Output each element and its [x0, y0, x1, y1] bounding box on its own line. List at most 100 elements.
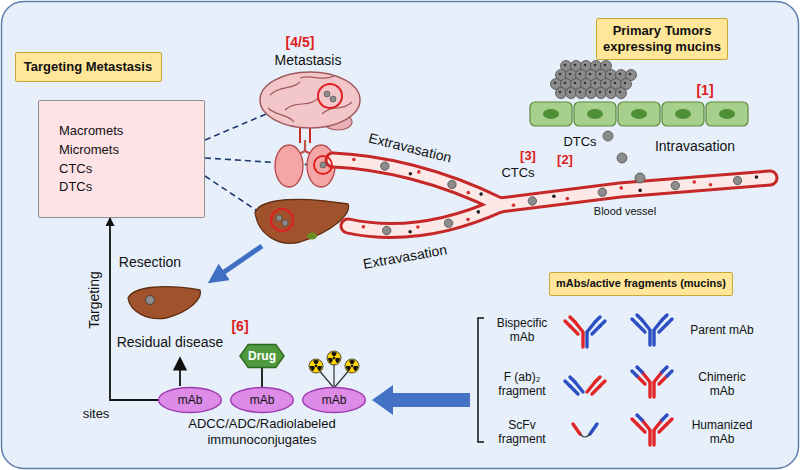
blood-vessel — [333, 160, 770, 231]
tumor-cell — [579, 91, 582, 94]
antibody-ellipse: mAb — [230, 387, 294, 413]
epithelial-cell — [706, 102, 748, 126]
circulating-tumor-cell — [528, 197, 536, 205]
connector-line — [261, 368, 263, 387]
connector-line — [110, 218, 158, 400]
radiation-symbol — [351, 365, 354, 368]
tumor-cell — [609, 73, 612, 76]
antibody-icon — [632, 419, 637, 424]
antibody-label: Humanized mAb — [686, 418, 758, 447]
antibody-icon — [637, 315, 642, 320]
blood-vessel — [348, 205, 500, 231]
target-list-box-text: CTCs — [59, 161, 92, 177]
circulating-tumor-cell — [733, 176, 741, 184]
blood-cell — [362, 225, 366, 229]
antibody-ellipse-text: mAb — [250, 393, 275, 407]
blood-cell — [755, 175, 759, 179]
metastasis-marker — [318, 84, 342, 108]
vessel-label: Blood vessel — [594, 205, 656, 218]
cell-nucleus — [675, 109, 691, 119]
brain-gyri — [268, 76, 352, 122]
blood-cell — [417, 170, 421, 174]
antibody-icon — [590, 424, 597, 434]
antibody-icon — [570, 377, 575, 382]
antibody-icon — [652, 383, 655, 397]
tumor-cell — [599, 91, 602, 94]
antibody-icon — [648, 431, 651, 445]
liver — [255, 199, 349, 243]
target-list-box: MacrometsMicrometsCTCsDTCs — [38, 100, 205, 218]
blood-vessel — [500, 178, 770, 205]
radiation-symbol — [349, 360, 355, 364]
process-label: Extravasation — [367, 130, 453, 167]
antibody-icon — [662, 315, 667, 320]
antibody-icon — [565, 321, 570, 326]
antibody-icon — [662, 415, 667, 420]
section-heading-text: Targeting Metastasis — [24, 59, 152, 75]
tumor-cell — [604, 82, 607, 85]
metastasis-cell — [282, 220, 288, 226]
tumor-cell — [619, 73, 622, 76]
radiation-symbol — [333, 357, 336, 360]
tumor-cell — [569, 91, 572, 94]
radiation-symbol — [328, 358, 333, 363]
antibody-icon — [652, 331, 655, 345]
circulating-tumor-cell — [444, 219, 452, 227]
tumor-cell — [556, 88, 567, 99]
tumor-cell — [594, 82, 597, 85]
target-list-box-text: Macromets — [59, 123, 123, 139]
antibody-ellipse-text: mAb — [178, 393, 203, 407]
antibody-icon — [662, 367, 667, 372]
antibody-ellipse-text: mAb — [322, 393, 347, 407]
antibody-icon — [637, 367, 642, 372]
residual-cell — [146, 296, 155, 305]
tumor-cell — [584, 64, 587, 67]
metastasis-cell — [324, 91, 330, 97]
metastasis-cell — [330, 96, 336, 102]
antibody-icon — [637, 415, 642, 420]
gallbladder — [307, 233, 317, 240]
brain-gyri — [285, 98, 318, 110]
tumor-cell — [619, 91, 622, 94]
tumor-cell — [616, 88, 627, 99]
section-heading-text: Primary Tumors expressing mucins — [601, 23, 723, 54]
antibody-icon — [600, 321, 605, 326]
metastasis-cell — [276, 215, 282, 221]
cell-label: CTCs — [501, 165, 534, 181]
neck-vessel — [299, 126, 301, 143]
antibody-icon — [632, 319, 637, 324]
tumor-cell — [566, 88, 577, 99]
tumor-cell — [596, 88, 607, 99]
antibody-icon — [585, 333, 588, 347]
brain-illustration — [260, 72, 360, 143]
antibody-ellipse — [159, 388, 222, 413]
metastasis-cells — [276, 91, 336, 226]
residual-arrow — [179, 358, 181, 386]
callout-number: [4/5] — [286, 34, 315, 51]
radiation-symbol — [327, 351, 341, 365]
blood-vessel — [500, 178, 770, 205]
process-label: Resection — [119, 254, 181, 271]
tumor-cell — [629, 73, 632, 76]
callout-number: [3] — [520, 148, 536, 164]
antibody-icon — [595, 317, 600, 322]
section-heading: Primary Tumors expressing mucins — [596, 18, 728, 60]
circulating-tumor-cell — [383, 226, 391, 234]
cell-nucleus — [587, 109, 603, 119]
callout-number: [1] — [696, 82, 713, 99]
callout-number: [2] — [557, 152, 573, 168]
fragment-label: ScFv fragment — [488, 418, 556, 447]
resected-liver — [128, 287, 200, 319]
epithelial-cell — [530, 102, 572, 126]
blood-cell — [479, 192, 483, 196]
blood-cell — [466, 191, 470, 195]
section-heading: mAbs/active fragments (mucins) — [549, 272, 733, 296]
radiation-symbol — [309, 359, 323, 373]
target-list-box-text: Micromets — [59, 142, 119, 158]
tumor-cell — [624, 82, 627, 85]
target-list-box-text: DTCs — [59, 179, 92, 195]
tumor-cell — [564, 82, 567, 85]
process-label: Extravasation — [362, 241, 448, 272]
radiation-symbol — [310, 366, 315, 371]
